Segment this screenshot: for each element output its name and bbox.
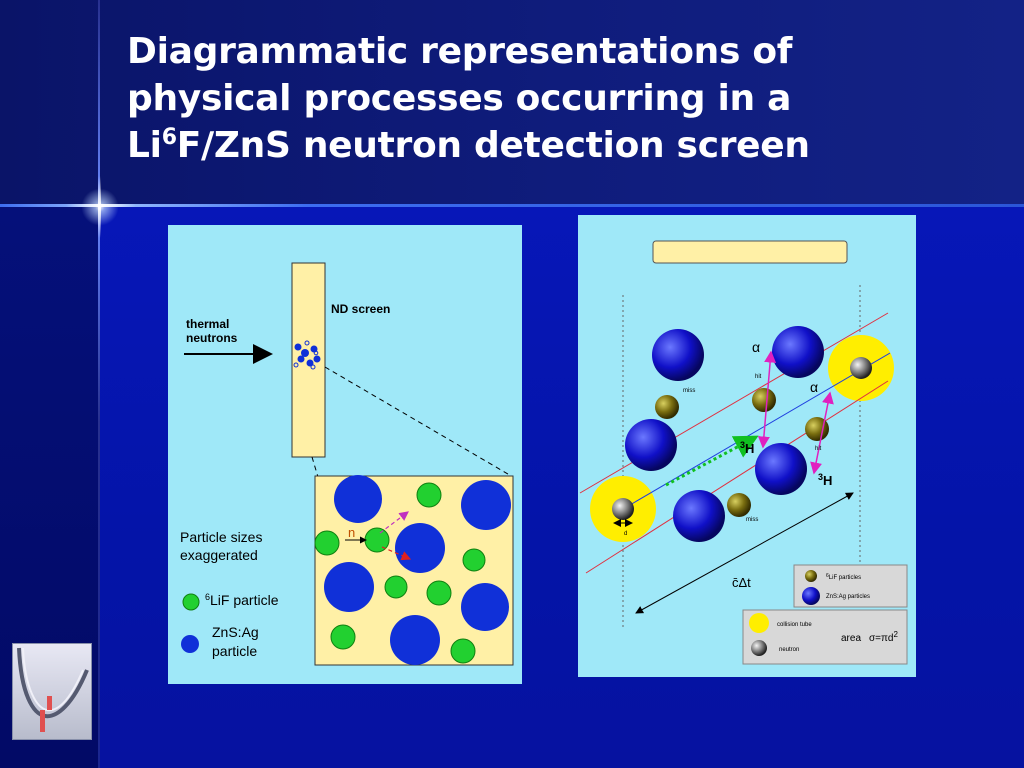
legend-lif-label: 6LiF particle (205, 592, 279, 608)
divider-vertical (98, 0, 100, 768)
time-interval-arrow (635, 492, 854, 614)
legend-zns-swatch (181, 635, 199, 653)
thermal-neutrons-label-2: neutrons (186, 331, 238, 345)
legend-lif-sup: 6 (205, 592, 210, 602)
zns-sphere-5 (673, 490, 725, 542)
thermal-neutrons-label-1: thermal (186, 317, 229, 331)
tube-boundary-lower (585, 380, 889, 574)
title-line-2: physical processes occurring in a (127, 78, 792, 119)
alpha-track-1 (757, 350, 777, 449)
screen-particles (293, 340, 321, 370)
tritium-sup-1: 3 (740, 440, 745, 450)
logo-graphic (17, 647, 89, 732)
area-label: area (841, 633, 861, 644)
zns-sphere-1 (652, 329, 704, 381)
particle-sizes-label-1: Particle sizes (180, 529, 262, 545)
sparkle-ray-vertical (98, 176, 101, 238)
zoom-line-right (324, 366, 514, 478)
title-li: Li (127, 125, 162, 166)
area-formula-sup: 2 (893, 630, 898, 639)
left-diagram: thermal neutrons ND screen n (180, 262, 514, 666)
tritium-label-1: 3H (740, 440, 754, 456)
legend-lif-text: LiF particle (210, 592, 279, 608)
tritium-text-2: H (823, 473, 832, 488)
legend-lif-sphere (805, 570, 817, 582)
legend-lif-particles-text: LiF particles (829, 575, 861, 581)
lif-particles-zoom (314, 482, 486, 664)
title-band (0, 0, 1024, 206)
zns-particles-zoom (324, 475, 511, 665)
institution-logo (12, 643, 92, 740)
title-rest: F/ZnS neutron detection screen (176, 125, 810, 166)
legend-lif-swatch (182, 593, 200, 611)
left-diagram-panel: thermal neutrons ND screen n (168, 225, 522, 684)
zns-sphere-3 (625, 419, 677, 471)
legend-zns-particles-label: ZnS:Ag particles (826, 594, 870, 600)
title-line-1: Diagrammatic representations of (127, 31, 793, 72)
miss-label-1: miss (683, 388, 695, 394)
hit-label-1: hit (755, 374, 762, 380)
title-line-3: Li6F/ZnS neutron detection screen (127, 122, 1007, 169)
tritium-text-1: H (745, 441, 754, 456)
legend-neutron-label: neutron (779, 647, 799, 653)
zns-sphere-2 (772, 326, 824, 378)
legend-lif-particles-label: 6LiF particles (826, 573, 861, 581)
lif-sphere-3 (805, 417, 829, 441)
lif-sphere-2 (752, 388, 776, 412)
alpha-label-1: α (752, 339, 760, 355)
alpha-track-2 (810, 391, 834, 475)
neutron-sphere-left (612, 498, 634, 520)
area-formula: σ=πd2 (869, 630, 898, 644)
zoom-line-left (311, 456, 319, 478)
reaction-product-arrow-up (379, 511, 409, 534)
legend-zns-sphere (802, 587, 820, 605)
tritium-label-2: 3H (818, 472, 832, 488)
tritium-sup-2: 3 (818, 472, 823, 482)
legend-zns-label-1: ZnS:Ag (212, 624, 259, 640)
neutron-sphere-right (850, 357, 872, 379)
diameter-label: d (624, 531, 627, 537)
legend-box-tube (742, 609, 908, 665)
legend-collision-tube-swatch (749, 613, 769, 633)
particle-sizes-label-2: exaggerated (180, 547, 258, 563)
miss-label-2: miss (746, 517, 758, 523)
right-diagram: d α α 3H 3H hit hit miss miss c̄Δt 6LiF … (579, 240, 908, 665)
reaction-product-arrow-down (381, 546, 412, 561)
nd-screen-label: ND screen (331, 302, 390, 316)
legend-zns-label-2: particle (212, 643, 257, 659)
tube-boundary-upper (579, 312, 889, 494)
legend-neutron-swatch (751, 640, 767, 656)
title-sup-6: 6 (161, 125, 177, 150)
time-interval-label: c̄Δt (732, 575, 751, 590)
area-formula-text: σ=πd (869, 633, 893, 644)
sparkle-ray-horizontal (66, 204, 136, 207)
divider-horizontal (0, 204, 1024, 207)
lif-sphere-1 (655, 395, 679, 419)
slide-title: Diagrammatic representations of physical… (127, 28, 1007, 169)
header-box (652, 240, 848, 264)
hit-label-2: hit (815, 446, 822, 452)
zns-sphere-4 (755, 443, 807, 495)
neutron-path-arrow (665, 435, 759, 487)
legend-collision-tube-label: collision tube (777, 622, 812, 628)
legend-lif-particles-sup: 6 (826, 573, 829, 579)
alpha-label-2: α (810, 379, 818, 395)
right-diagram-panel: d α α 3H 3H hit hit miss miss c̄Δt 6LiF … (578, 215, 916, 677)
neutron-symbol: n (348, 525, 355, 540)
lif-sphere-4 (727, 493, 751, 517)
